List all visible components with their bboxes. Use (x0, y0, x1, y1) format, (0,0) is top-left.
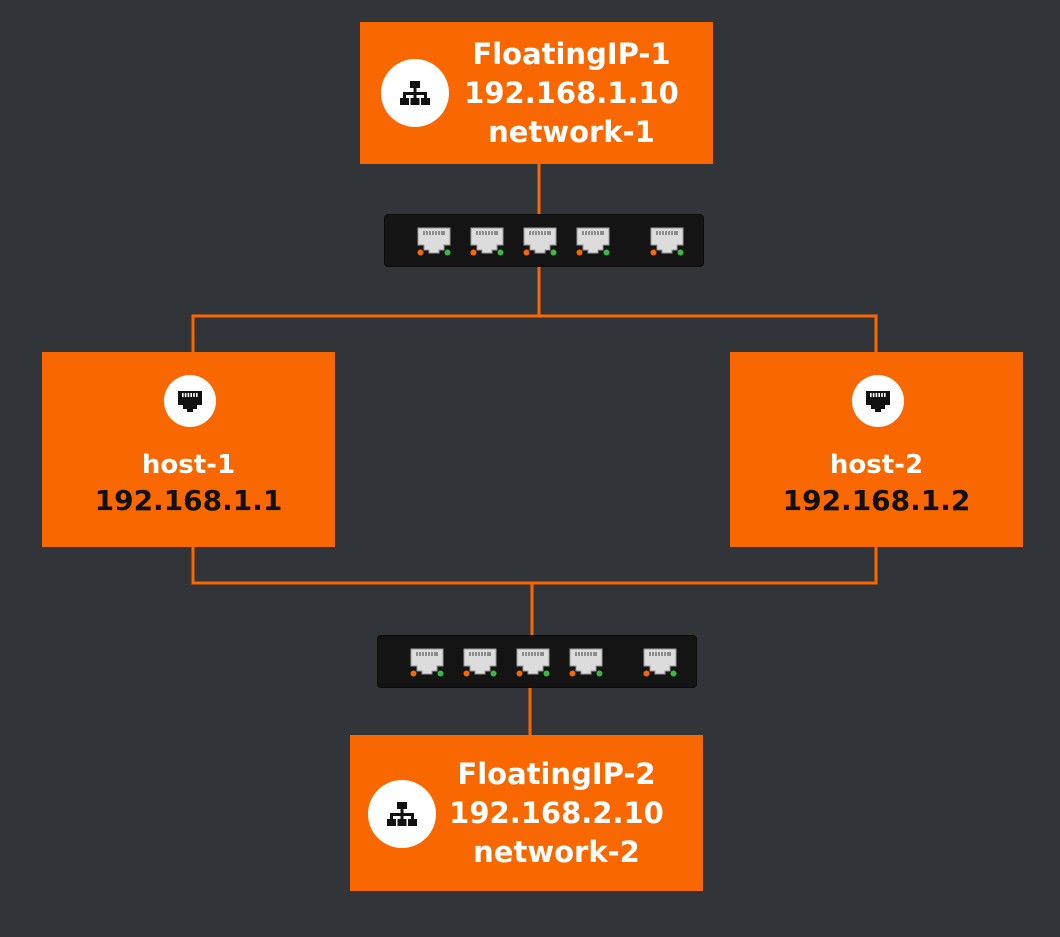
floating-ip-1-node[interactable]: FloatingIP-1 192.168.1.10 network-1 (360, 22, 713, 164)
ethernet-port-icon (417, 227, 451, 257)
link-bus-top (191, 314, 878, 352)
ethernet-port-icon (470, 227, 504, 257)
floating-ip-1-name: FloatingIP-1 (472, 36, 671, 71)
switch-2[interactable] (378, 636, 696, 687)
ethernet-port-icon (164, 375, 216, 427)
floating-ip-2-name: FloatingIP-2 (457, 756, 656, 791)
ethernet-port-icon (576, 227, 610, 257)
host-2-node[interactable]: host-2 192.168.1.2 (730, 352, 1023, 547)
link-bus-bottom (191, 547, 878, 585)
floating-ip-2-address: 192.168.2.10 (449, 795, 664, 830)
ethernet-port-icon (523, 227, 557, 257)
ethernet-port-icon (463, 648, 497, 678)
host-1-node[interactable]: host-1 192.168.1.1 (42, 352, 335, 547)
switch-1[interactable] (385, 215, 703, 266)
host-1-address: 192.168.1.1 (94, 484, 283, 517)
floating-ip-1-address: 192.168.1.10 (464, 75, 679, 110)
ethernet-port-icon (643, 648, 677, 678)
network-hierarchy-icon (368, 780, 436, 848)
floating-ip-1-network: network-1 (488, 114, 655, 149)
ethernet-port-icon (569, 648, 603, 678)
ethernet-port-icon (852, 375, 904, 427)
host-2-address: 192.168.1.2 (782, 484, 971, 517)
ethernet-port-icon (410, 648, 444, 678)
host-2-name: host-2 (829, 450, 924, 480)
ethernet-port-icon (650, 227, 684, 257)
floating-ip-2-node[interactable]: FloatingIP-2 192.168.2.10 network-2 (350, 735, 703, 891)
host-1-name: host-1 (141, 450, 236, 480)
network-hierarchy-icon (381, 59, 449, 127)
ethernet-port-icon (516, 648, 550, 678)
floating-ip-2-network: network-2 (473, 834, 640, 869)
